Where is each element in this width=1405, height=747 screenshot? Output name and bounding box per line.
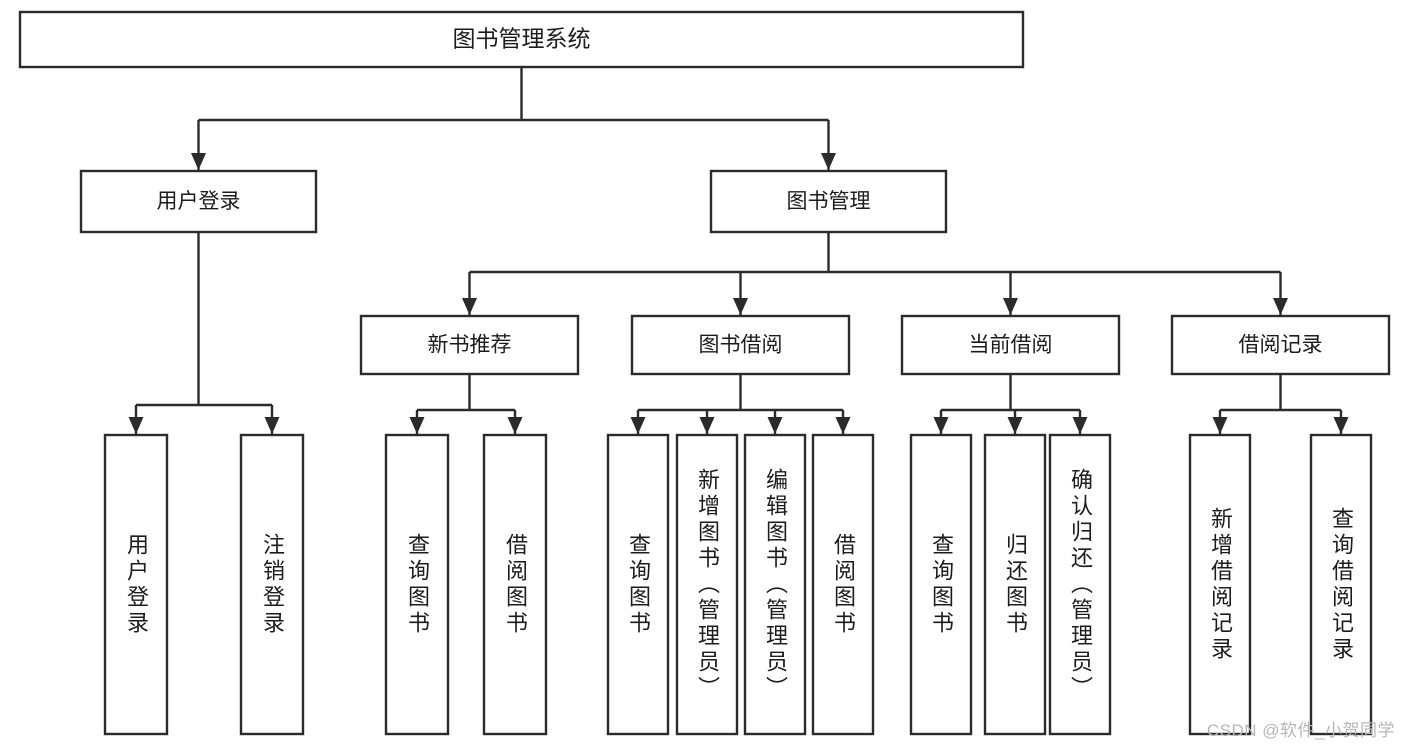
leaf-node-leaf-borrow-book-2[interactable]: 借阅图书 <box>811 433 875 736</box>
node-label: 图书借阅 <box>699 334 783 357</box>
leaf-node-leaf-user-logout[interactable]: 注销登录 <box>239 433 305 736</box>
arrow-head-icon <box>1212 417 1228 434</box>
node-box <box>675 433 739 736</box>
leaf-node-leaf-edit-book[interactable]: 编辑图书（管理员） <box>743 433 807 736</box>
leaf-label-wrap: 编辑图书（管理员） <box>763 467 788 702</box>
node-label: 借阅图书 <box>503 532 528 637</box>
level2-node-book-management[interactable]: 图书管理 <box>709 169 948 234</box>
root-node-root[interactable]: 图书管理系统 <box>18 10 1025 69</box>
node-label: 新增图书（管理员） <box>695 467 720 702</box>
leaf-node-leaf-query-book-1[interactable]: 查询图书 <box>384 433 450 736</box>
leaf-node-leaf-add-book[interactable]: 新增图书（管理员） <box>675 433 739 736</box>
node-box <box>606 433 670 736</box>
node-box <box>709 169 948 234</box>
node-box <box>900 314 1121 376</box>
node-label: 注销登录 <box>260 532 285 637</box>
connector-layer <box>128 67 1349 434</box>
leaf-node-leaf-return-book[interactable]: 归还图书 <box>983 433 1047 736</box>
leaf-node-leaf-add-record[interactable]: 新增借阅记录 <box>1188 433 1252 736</box>
node-label: 确认归还（管理员） <box>1068 467 1093 702</box>
leaf-node-leaf-confirm-return[interactable]: 确认归还（管理员） <box>1048 433 1112 736</box>
leaf-label-wrap: 查询图书 <box>626 532 651 637</box>
node-label: 新书推荐 <box>428 334 512 357</box>
leaf-label-wrap: 查询图书 <box>929 532 954 637</box>
level3-node-book-borrow[interactable]: 图书借阅 <box>630 314 851 376</box>
arrow-head-icon <box>409 417 425 434</box>
node-box <box>1048 433 1112 736</box>
node-label: 用户登录 <box>157 190 241 213</box>
leaf-label-wrap: 确认归还（管理员） <box>1068 467 1093 702</box>
arrow-head-icon <box>191 153 206 170</box>
node-label: 查询图书 <box>626 532 651 637</box>
arrow-head-icon <box>1007 417 1023 434</box>
node-box <box>103 433 169 736</box>
node-layer: 图书管理系统用户登录图书管理新书推荐图书借阅当前借阅借阅记录用户登录注销登录查询… <box>18 10 1391 736</box>
leaf-label-wrap: 借阅图书 <box>831 532 856 637</box>
arrow-head-icon <box>933 417 949 434</box>
node-box <box>983 433 1047 736</box>
node-box <box>18 10 1025 69</box>
arrow-head-icon <box>630 417 646 434</box>
arrow-head-icon <box>507 417 523 434</box>
level3-node-borrow-record[interactable]: 借阅记录 <box>1170 314 1391 376</box>
level2-node-user-login[interactable]: 用户登录 <box>79 169 318 234</box>
leaf-label-wrap: 归还图书 <box>1003 532 1028 637</box>
leaf-label-wrap: 查询借阅记录 <box>1329 506 1354 663</box>
leaf-node-leaf-user-login[interactable]: 用户登录 <box>103 433 169 736</box>
leaf-node-leaf-query-book-3[interactable]: 查询图书 <box>909 433 973 736</box>
node-box <box>1170 314 1391 376</box>
arrow-head-icon <box>733 298 748 315</box>
arrow-head-icon <box>835 417 851 434</box>
node-label: 借阅图书 <box>831 532 856 637</box>
node-label: 用户登录 <box>124 532 149 637</box>
node-label: 查询图书 <box>405 532 430 637</box>
arrow-head-icon <box>462 298 477 315</box>
node-label: 编辑图书（管理员） <box>763 467 788 702</box>
arrow-head-icon <box>128 417 144 434</box>
node-label: 新增借阅记录 <box>1208 506 1233 663</box>
arrow-head-icon <box>1333 417 1349 434</box>
node-box <box>743 433 807 736</box>
node-label: 查询图书 <box>929 532 954 637</box>
level3-node-current-borrow[interactable]: 当前借阅 <box>900 314 1121 376</box>
leaf-node-leaf-query-book-2[interactable]: 查询图书 <box>606 433 670 736</box>
node-label: 图书管理 <box>787 190 871 213</box>
node-box <box>1309 433 1373 736</box>
leaf-node-leaf-borrow-book-1[interactable]: 借阅图书 <box>482 433 548 736</box>
leaf-label-wrap: 注销登录 <box>260 532 285 637</box>
leaf-label-wrap: 查询图书 <box>405 532 430 637</box>
node-box <box>482 433 548 736</box>
node-label: 查询借阅记录 <box>1329 506 1354 663</box>
arrow-head-icon <box>1273 298 1288 315</box>
node-box <box>1188 433 1252 736</box>
node-box <box>909 433 973 736</box>
arrow-head-icon <box>264 417 280 434</box>
leaf-label-wrap: 新增图书（管理员） <box>695 467 720 702</box>
node-label: 图书管理系统 <box>453 26 591 52</box>
node-label: 当前借阅 <box>969 334 1053 357</box>
arrow-head-icon <box>699 417 715 434</box>
node-box <box>359 314 580 376</box>
node-label: 归还图书 <box>1003 532 1028 637</box>
level3-node-new-book-recommend[interactable]: 新书推荐 <box>359 314 580 376</box>
node-label: 借阅记录 <box>1239 334 1323 357</box>
arrow-head-icon <box>821 153 836 170</box>
node-box <box>79 169 318 234</box>
arrow-head-icon <box>767 417 783 434</box>
leaf-label-wrap: 借阅图书 <box>503 532 528 637</box>
node-box <box>384 433 450 736</box>
leaf-label-wrap: 新增借阅记录 <box>1208 506 1233 663</box>
leaf-node-leaf-query-record[interactable]: 查询借阅记录 <box>1309 433 1373 736</box>
leaf-label-wrap: 用户登录 <box>124 532 149 637</box>
node-box <box>630 314 851 376</box>
node-box <box>239 433 305 736</box>
arrow-head-icon <box>1072 417 1088 434</box>
arrow-head-icon <box>1003 298 1018 315</box>
node-box <box>811 433 875 736</box>
